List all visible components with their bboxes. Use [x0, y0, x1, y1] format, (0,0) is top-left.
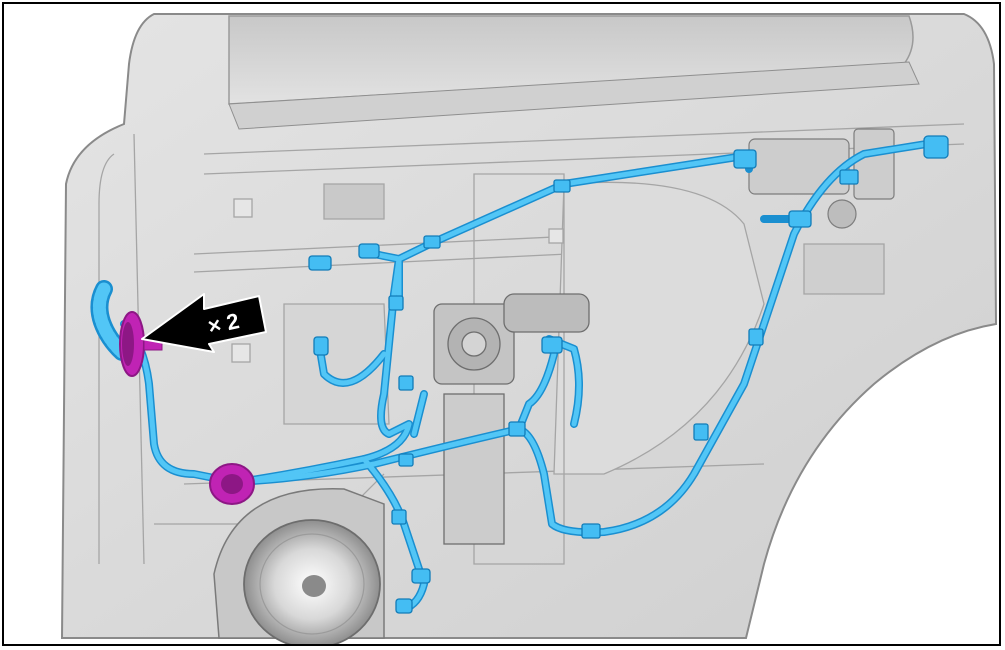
grommet-icon	[90, 280, 163, 377]
belt-line	[228, 61, 920, 130]
panel-grommet-icon	[209, 463, 255, 505]
callout-arrow: × 2	[141, 293, 267, 353]
harness-connectors	[308, 135, 949, 614]
speaker-icon	[213, 488, 385, 649]
window-motor	[433, 293, 590, 545]
door-harness-diagram: × 2	[60, 13, 998, 649]
door-latch	[748, 128, 895, 229]
arrow-left-icon	[141, 293, 267, 353]
